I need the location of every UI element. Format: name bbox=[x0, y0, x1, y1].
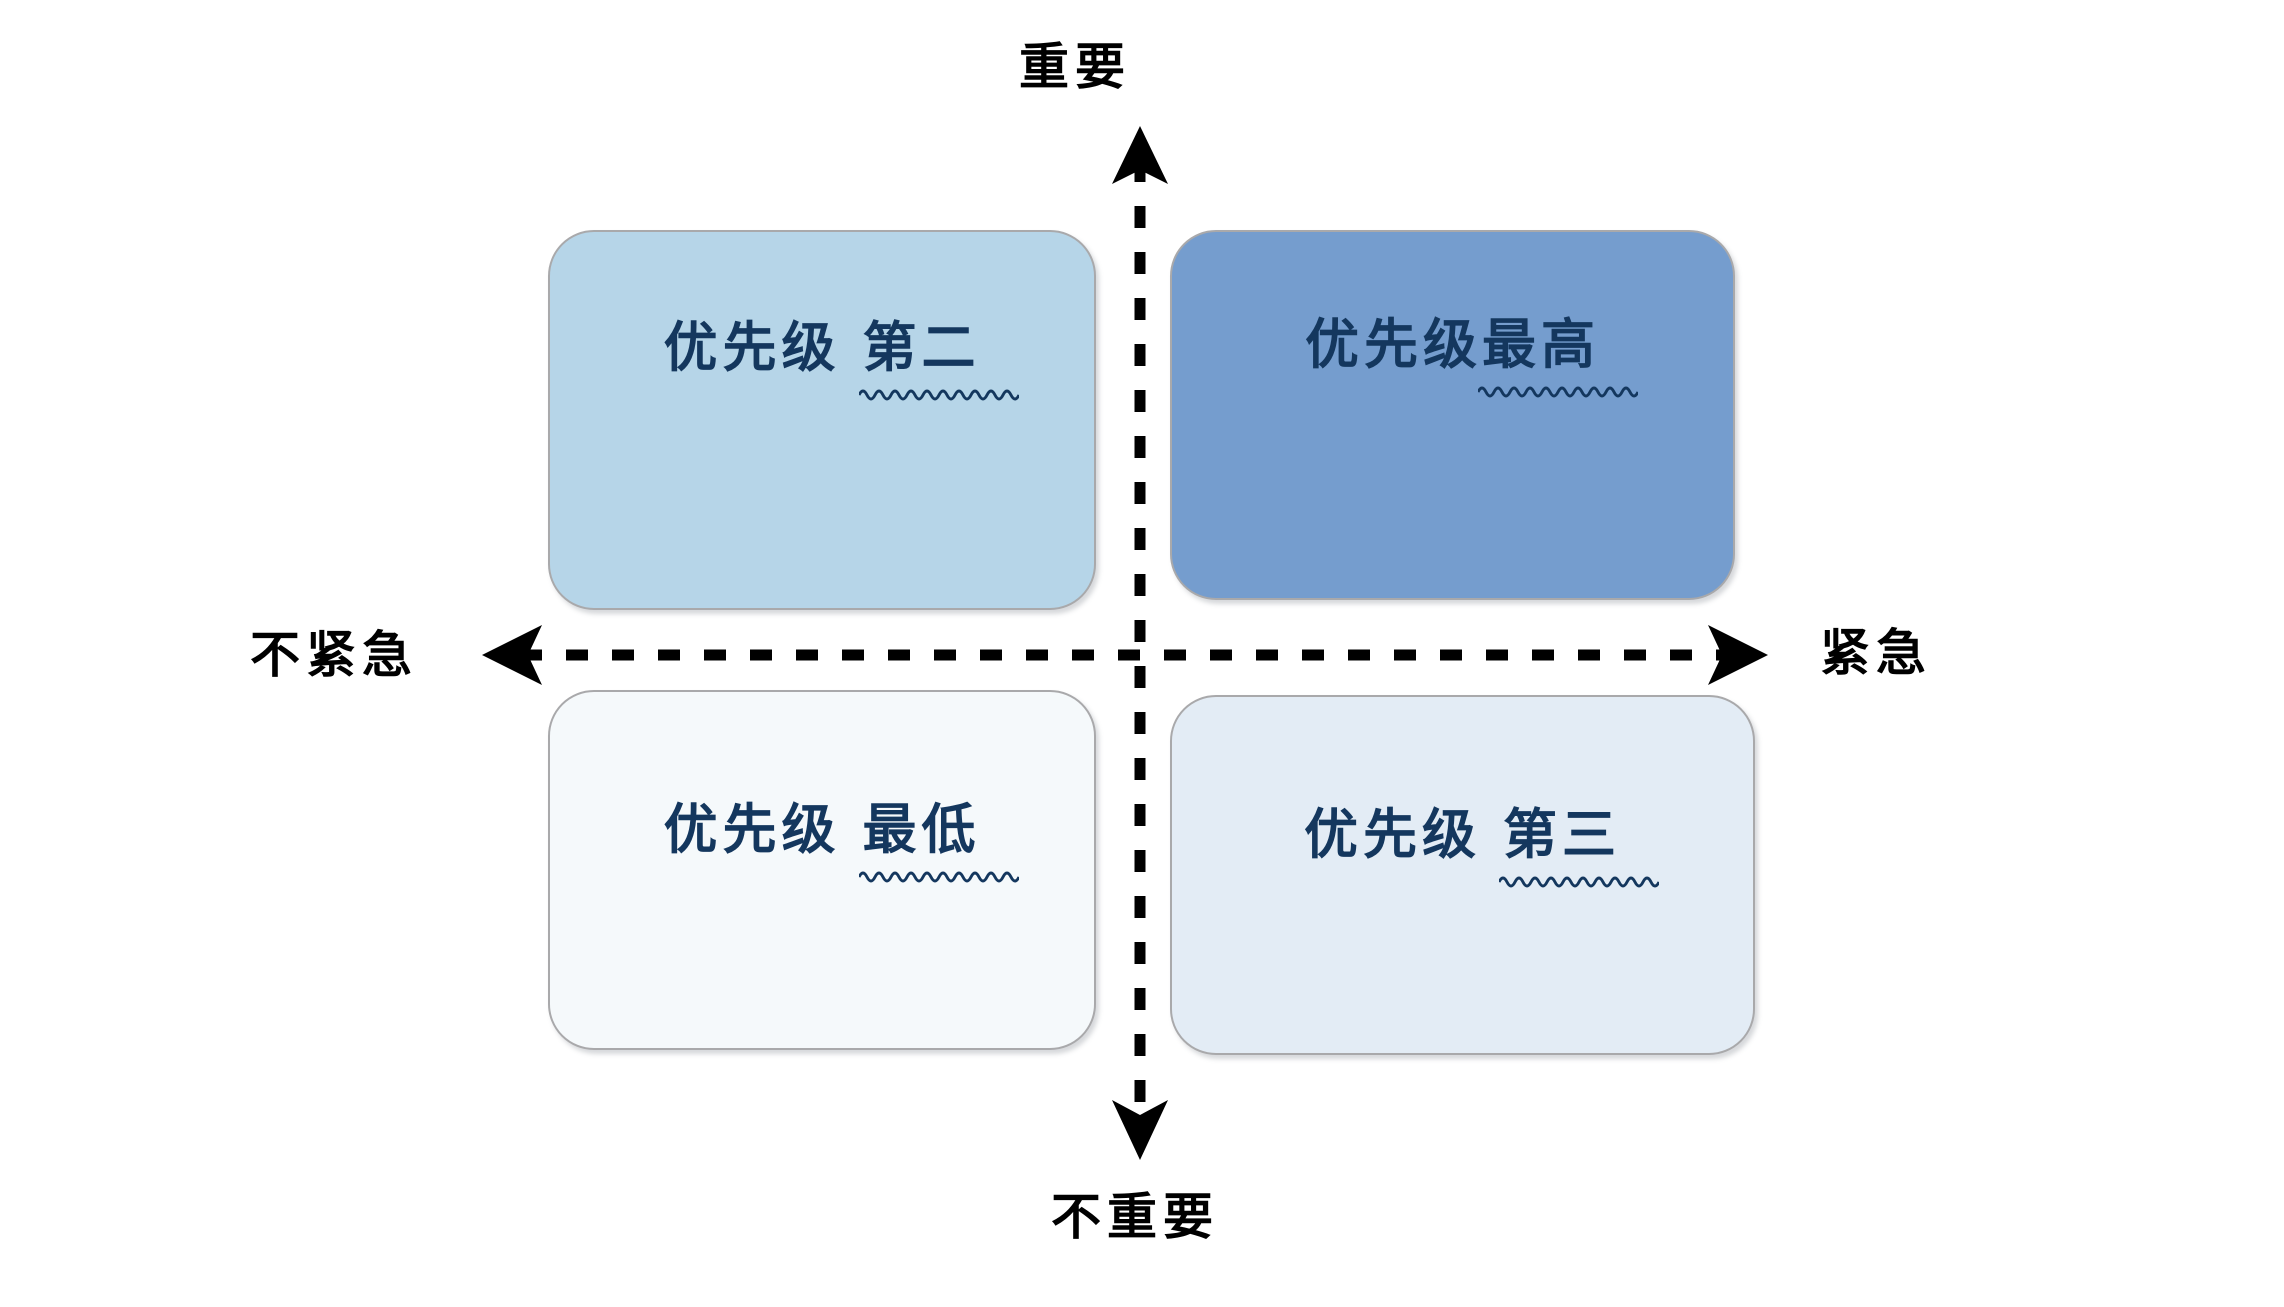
quadrant-label-wrap: 优先级 最低 bbox=[550, 800, 1094, 883]
quadrant-label: 优先级 第三 bbox=[1304, 805, 1659, 888]
axis-label-not-urgent: 不紧急 bbox=[250, 627, 418, 683]
quadrant-lead-text: 优先级 bbox=[663, 318, 841, 378]
wavy-underline-icon bbox=[858, 389, 1019, 401]
axis-arrow-up-icon bbox=[1112, 126, 1168, 184]
quadrant-emphasis-wrap: 最低 bbox=[858, 800, 1019, 883]
quadrant-emphasis-wrap: 第三 bbox=[1499, 805, 1659, 888]
axis-arrow-right-icon bbox=[1708, 625, 1768, 685]
axis-label-urgent: 紧急 bbox=[1820, 625, 1932, 681]
quadrant-label-wrap: 优先级 第三 bbox=[1172, 805, 1753, 888]
quadrant-top-left-second-priority[interactable]: 优先级 第二 bbox=[548, 230, 1096, 610]
axis-arrow-down-icon bbox=[1112, 1100, 1168, 1160]
quadrant-bottom-left-lowest-priority[interactable]: 优先级 最低 bbox=[548, 690, 1096, 1050]
quadrant-top-right-highest-priority[interactable]: 优先级 最高 bbox=[1170, 230, 1735, 600]
axis-label-important: 重要 bbox=[1019, 39, 1131, 95]
quadrant-label: 优先级 第二 bbox=[663, 318, 1019, 401]
quadrant-emphasis-text: 最低 bbox=[862, 800, 981, 860]
wavy-underline-icon bbox=[1499, 876, 1659, 888]
quadrant-emphasis-wrap: 最高 bbox=[1478, 315, 1638, 398]
quadrant-label: 优先级 最低 bbox=[663, 800, 1019, 883]
quadrant-lead-text: 优先级 bbox=[1304, 805, 1481, 865]
quadrant-emphasis-wrap: 第二 bbox=[858, 318, 1019, 401]
quadrant-lead-text: 优先级 bbox=[663, 800, 841, 860]
quadrant-label: 优先级 最高 bbox=[1305, 315, 1638, 398]
quadrant-emphasis-text: 第二 bbox=[862, 318, 981, 378]
quadrant-label-wrap: 优先级 第二 bbox=[550, 318, 1094, 401]
quadrant-bottom-right-third-priority[interactable]: 优先级 第三 bbox=[1170, 695, 1755, 1055]
quadrant-lead-text: 优先级 bbox=[1305, 315, 1482, 375]
quadrant-label-wrap: 优先级 最高 bbox=[1172, 315, 1733, 398]
wavy-underline-icon bbox=[858, 871, 1019, 883]
axis-label-not-important: 不重要 bbox=[1051, 1189, 1219, 1245]
quadrant-emphasis-text: 第三 bbox=[1503, 805, 1621, 865]
axis-arrow-left-icon bbox=[482, 625, 542, 685]
quadrant-emphasis-text: 最高 bbox=[1482, 315, 1600, 375]
wavy-underline-icon bbox=[1478, 386, 1638, 398]
